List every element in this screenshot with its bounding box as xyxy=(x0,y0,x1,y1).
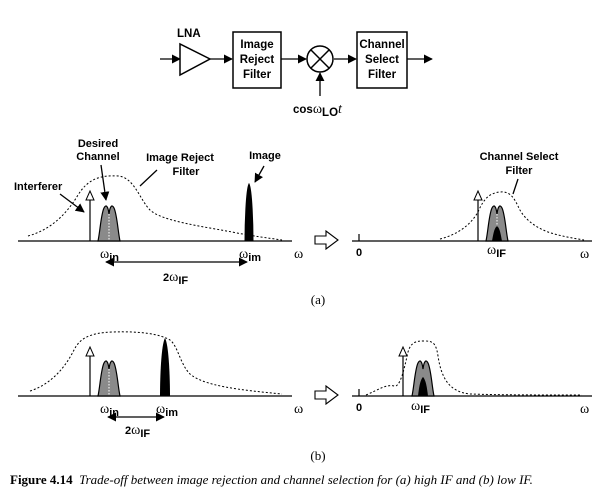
image-reject-filter-response-b xyxy=(29,331,283,395)
mixer-cross-b xyxy=(310,49,330,69)
image-reject-filter-block xyxy=(232,31,282,89)
axis-omega-a-right: ω xyxy=(580,247,589,262)
image-spectrum-a-right xyxy=(492,226,502,241)
interferer-arrow-head-b-right xyxy=(398,345,408,357)
two-omega-if-label-b: 2ωIF xyxy=(125,423,150,440)
csf-line3: Filter xyxy=(368,69,397,81)
zero-label-b: 0 xyxy=(356,402,362,414)
desired-channel-label-1: Desired xyxy=(78,138,118,150)
csf-label-2: Filter xyxy=(506,165,534,177)
axis-omega-b-right: ω xyxy=(580,402,589,417)
panel-a-right: 0 Channel Select Filter ωIF ω xyxy=(352,151,592,262)
panel-b-tag: (b) xyxy=(310,448,325,463)
transform-arrow-a xyxy=(314,229,339,251)
omega-if-label-a: ωIF xyxy=(487,243,506,260)
lna-amplifier xyxy=(179,42,212,77)
interferer-pointer xyxy=(59,193,85,213)
image-spectrum-b-right xyxy=(418,377,428,396)
axis-omega-b-left: ω xyxy=(294,402,303,417)
image-spectrum xyxy=(244,182,254,242)
csf-line1: Channel xyxy=(359,39,404,51)
desired-channel-pointer xyxy=(100,164,110,201)
interferer-arrow-head-a-right xyxy=(473,189,483,201)
omega-if-label-b: ωIF xyxy=(411,399,430,416)
irf-line1: Image xyxy=(240,39,273,51)
caption-text: Trade-off between image rejection and ch… xyxy=(79,472,533,487)
lna-label: LNA xyxy=(177,28,201,40)
omega-im-label-a: ωim xyxy=(239,247,261,264)
irf-line3: Filter xyxy=(243,69,272,81)
irf-label-1: Image Reject xyxy=(146,152,214,164)
zero-label-a: 0 xyxy=(356,247,362,259)
csf-label-1: Channel Select xyxy=(480,151,559,163)
csf-line2: Select xyxy=(365,54,399,66)
omega-im-label-b: ωim xyxy=(156,402,178,419)
block-diagram: LNA Image Reject Filter cosωLOt Channel … xyxy=(160,28,433,119)
lo-label: cosωLOt xyxy=(293,102,343,119)
interferer-arrow-head-b xyxy=(85,345,95,357)
axis-omega-a-left: ω xyxy=(294,247,303,262)
interferer-label: Interferer xyxy=(14,181,63,193)
channel-select-filter-block xyxy=(356,31,408,89)
channel-select-filter-response xyxy=(439,191,585,241)
irf-pointer xyxy=(139,169,158,187)
desired-channel-label-2: Channel xyxy=(76,151,119,163)
figure-caption: Figure 4.14 Trade-off between image reje… xyxy=(10,472,595,488)
panel-b-left: ωin ωim 2ωIF ω xyxy=(18,331,303,440)
image-label: Image xyxy=(249,150,281,162)
irf-line2: Reject xyxy=(240,54,275,66)
panel-a-left: Desired Channel Image Reject Filter Imag… xyxy=(14,138,303,287)
panel-a-tag: (a) xyxy=(311,292,325,307)
interferer-arrow-head xyxy=(85,189,95,201)
two-omega-if-label-a: 2ωIF xyxy=(163,270,188,287)
image-reject-filter-response xyxy=(27,175,283,241)
caption-number: Figure 4.14 xyxy=(10,472,73,487)
panel-b-right: 0 ωIF ω xyxy=(352,340,592,417)
channel-select-filter-response-b xyxy=(365,340,583,396)
image-spectrum-b xyxy=(160,338,170,396)
transform-arrow-b xyxy=(314,384,339,406)
irf-label-2: Filter xyxy=(173,166,201,178)
image-pointer xyxy=(254,165,265,183)
csf-pointer xyxy=(512,178,519,195)
